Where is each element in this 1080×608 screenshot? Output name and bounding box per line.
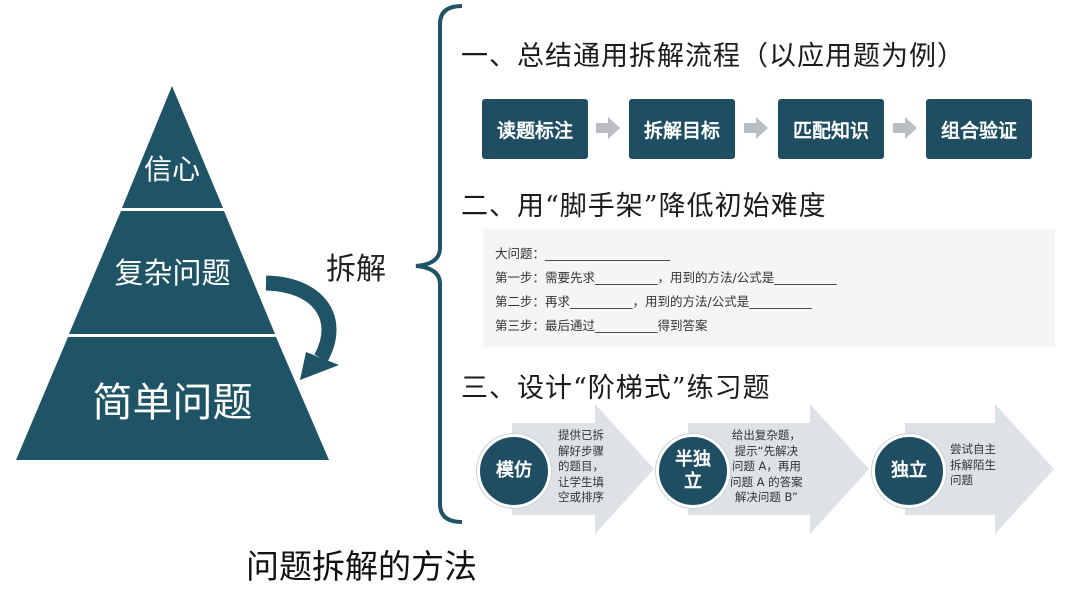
section3-heading: 三、设计“阶梯式”练习题: [461, 373, 771, 404]
stage-circle-independent: 独立: [872, 434, 946, 508]
pyramid-bottom-layer: [16, 337, 329, 460]
stage-circle-semi-independent: 半独立: [656, 434, 730, 508]
section2-heading: 二、用“脚手架”降低初始难度: [461, 191, 827, 222]
step-combine-verify: 组合验证: [926, 99, 1032, 159]
stage-desc-independent: 尝试自主 拆解陌生 问题: [950, 442, 996, 488]
caption: 问题拆解的方法: [246, 547, 477, 586]
step-decompose-goal: 拆解目标: [629, 99, 735, 159]
stage-chevron-semi-independent: [688, 404, 869, 534]
split-label: 拆解: [326, 252, 386, 287]
section1-heading: 一、总结通用拆解流程（以应用题为例）: [461, 41, 965, 72]
curved-arrow-head-icon: [300, 352, 339, 380]
stage-circle-imitate: 模仿: [477, 434, 551, 508]
pyramid-top-label: 信心: [143, 153, 200, 186]
scaffold-line-step1: 第一步：需要先求__________，用到的方法/公式是__________: [495, 270, 837, 285]
stage-desc-semi-independent: 给出复杂题， 提示“先解决 问题 A，再用 问题 A 的答案 解决问题 B”: [730, 428, 803, 505]
pyramid-middle-layer: [69, 211, 275, 334]
scaffold-line-step3: 第三步：最后通过__________得到答案: [495, 318, 708, 333]
stage-chevrons: [512, 404, 1054, 534]
pyramid-top-layer: [122, 86, 223, 208]
arrow-right-icon: [744, 117, 768, 139]
curly-bracket-icon: [415, 4, 463, 524]
stage-desc-imitate: 提供已拆 解好步骤 的题目， 让学生填 空或排序: [558, 428, 604, 505]
scaffold-line-big-problem: 大问题：____________________: [495, 246, 671, 261]
pyramid-bottom-label: 简单问题: [92, 380, 253, 426]
scaffold-line-step2: 第二步：再求__________，用到的方法/公式是__________: [495, 294, 812, 309]
arrow-right-icon: [596, 117, 620, 139]
stage-chevron-imitate: [512, 404, 654, 534]
step-match-knowledge: 匹配知识: [778, 99, 884, 159]
curved-arrow-icon: [265, 275, 337, 362]
arrow-right-icon: [893, 117, 917, 139]
pyramid-middle-label: 复杂问题: [114, 256, 231, 290]
scaffold-template-box: 大问题：____________________ 第一步：需要先求_______…: [483, 229, 1055, 347]
pyramid-diagram: [16, 86, 339, 460]
step-read-annotate: 读题标注: [482, 99, 588, 159]
stage-chevron-independent: [905, 404, 1054, 534]
